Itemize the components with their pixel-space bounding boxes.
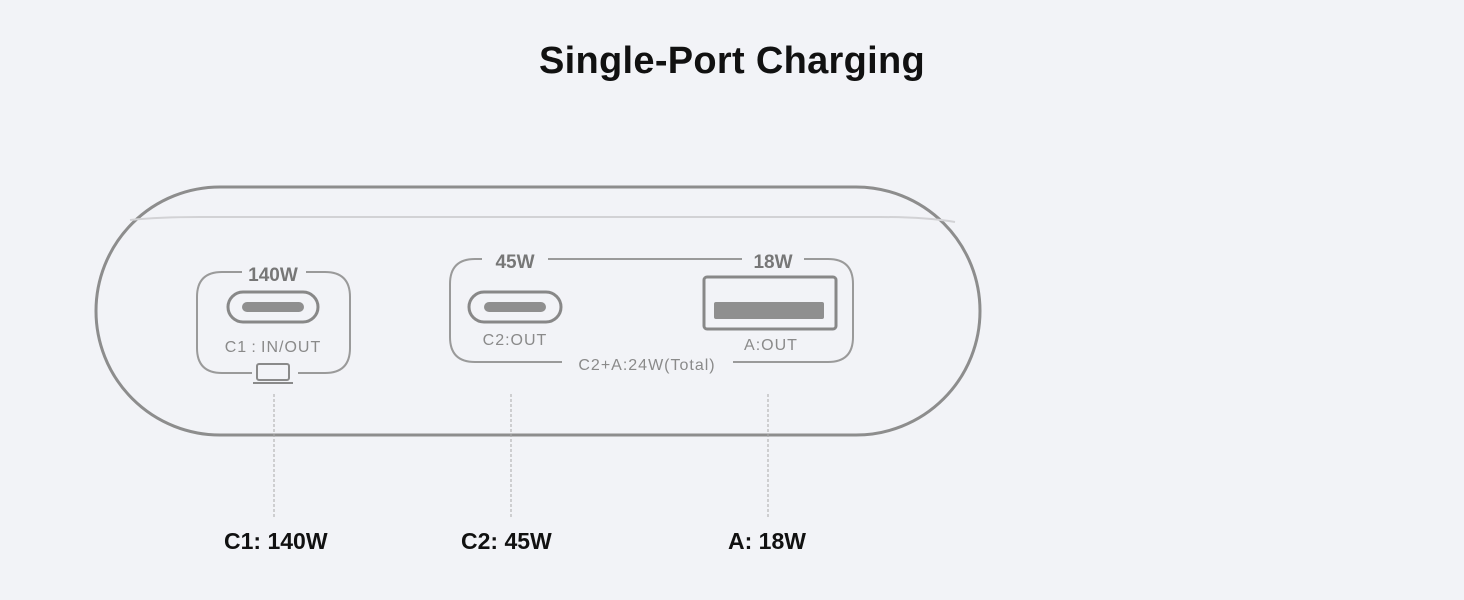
c2-watt-label: 45W [495,252,534,273]
a-usb-a-port [702,275,838,331]
a-watt-label: 18W [753,252,792,273]
c2-a-port-group: 45W 18W C2:OUT A:OUT C2+A:24W(Total) [449,252,854,374]
c2-port-label: C2:OUT [483,332,548,349]
c2-output-label: C2: 45W [461,528,552,554]
c1-port-label: C1 : IN/OUT [225,339,322,356]
shared-total-label: C2+A:24W(Total) [578,357,715,374]
a-port-tongue [714,302,824,319]
a-port-label: A:OUT [744,337,798,354]
page-title: Single-Port Charging [539,40,925,82]
c2-usb-c-port [467,290,563,324]
laptop-icon [253,363,293,384]
a-output-label: A: 18W [728,528,806,554]
c1-output-label: C1: 140W [224,528,328,554]
power-bank-top-edge [129,216,956,223]
c2-port-tongue [484,302,546,312]
c1-bracket [196,271,351,374]
c1-watt-label: 140W [248,265,298,286]
c1-usb-c-port [226,290,320,324]
c2-a-bracket [449,258,854,363]
c1-port-group: 140W C1 : IN/OUT [196,265,351,384]
c1-port-tongue [242,302,304,312]
power-bank-body [94,185,982,437]
